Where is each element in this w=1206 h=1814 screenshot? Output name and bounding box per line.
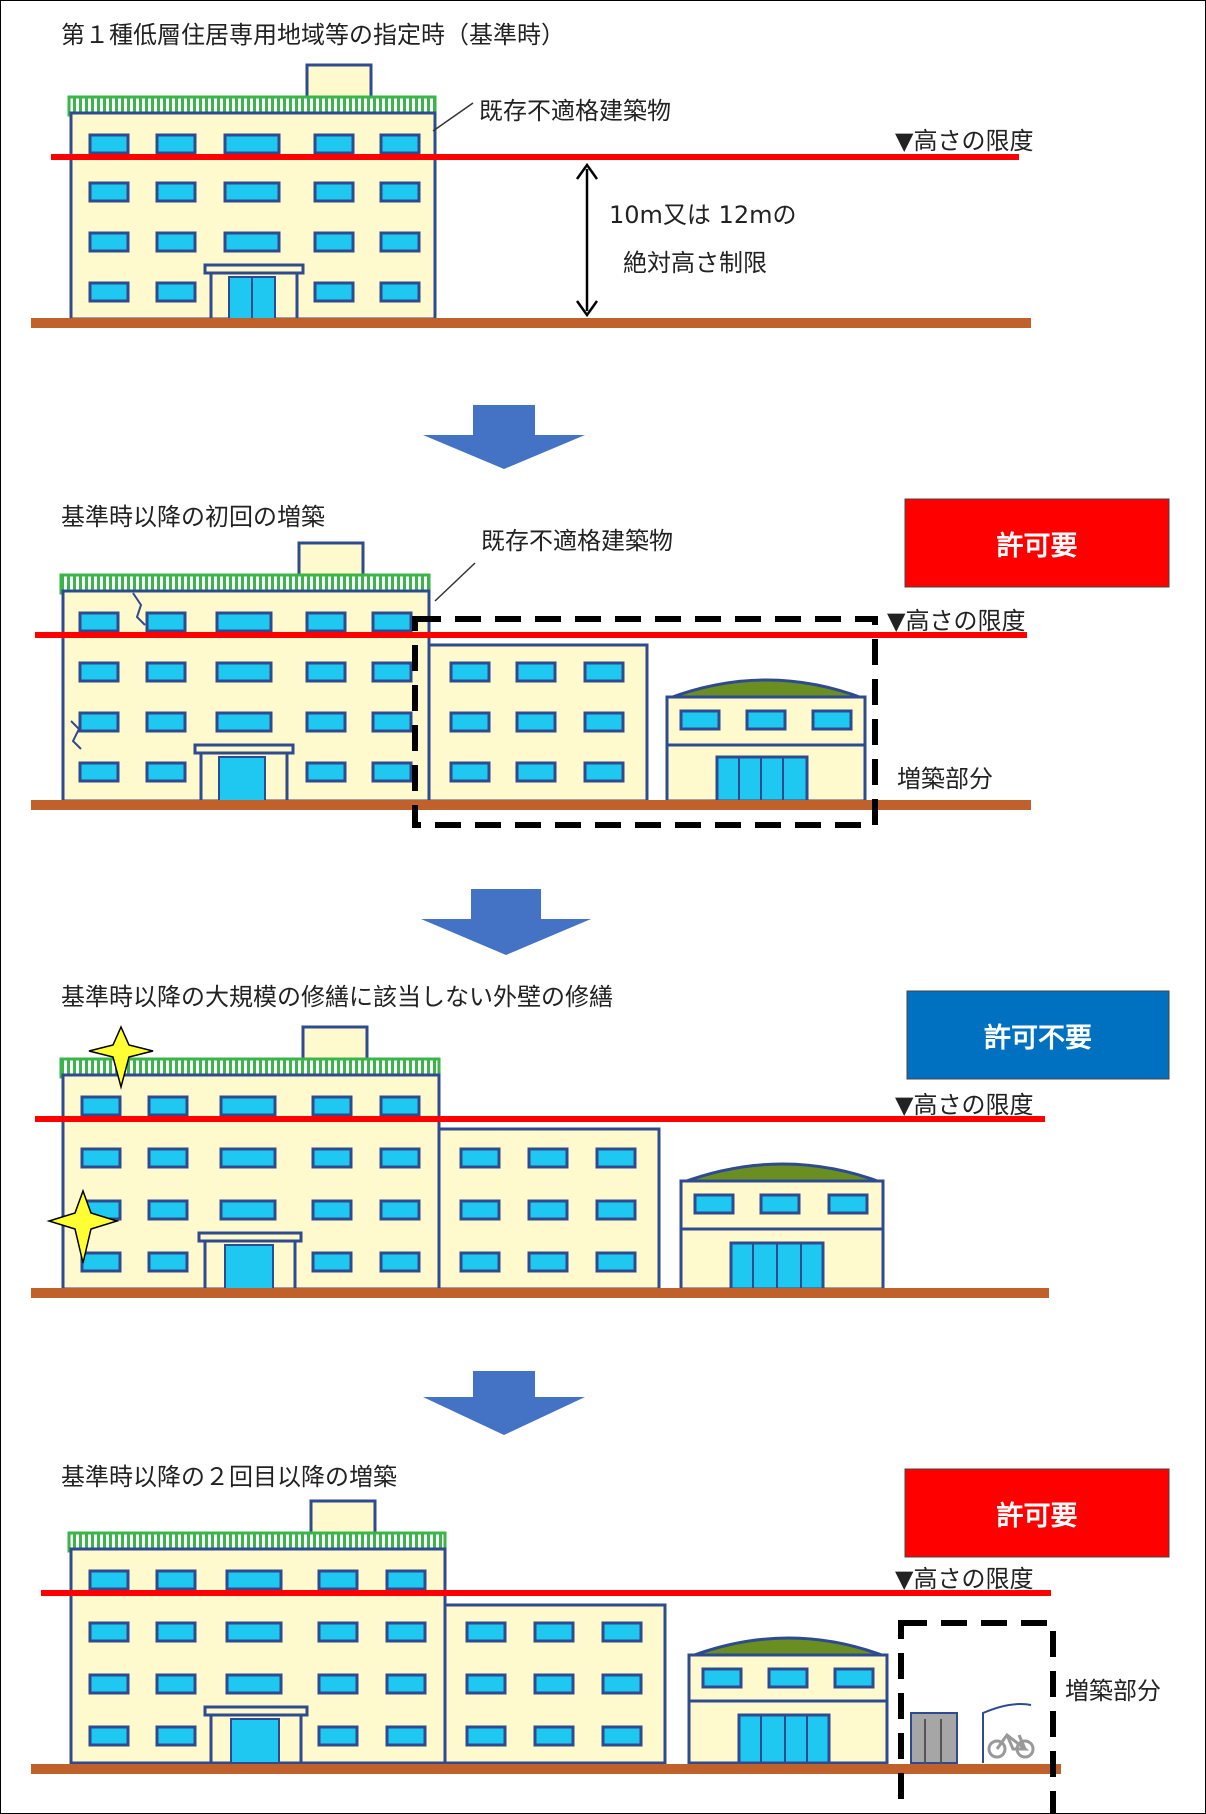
height-restriction-line1: 10m又は 12mの: [609, 201, 796, 229]
stage-4-caption: 基準時以降の２回目以降の増築: [61, 1463, 397, 1491]
extension-building-a: [427, 643, 649, 803]
entrance: [203, 263, 305, 321]
existing-building-label: 既存不適格建築物: [481, 527, 673, 555]
stage-1-caption: 第１種低層住居専用地域等の指定時（基準時）: [61, 21, 565, 49]
extension-dashed-box: [898, 1620, 1056, 1813]
height-limit-label: ▼高さの限度: [895, 127, 1033, 155]
extension-building-b: [665, 678, 867, 803]
bicycle-icon: [987, 1732, 1035, 1759]
permission-required-text: 許可要: [997, 531, 1078, 562]
label-leader-line: [432, 102, 474, 132]
down-arrow-icon: [423, 1371, 585, 1435]
down-arrow-icon: [421, 889, 591, 955]
permission-not-required-badge: [906, 990, 1170, 1080]
permission-not-required-text: 許可不要: [984, 1023, 1092, 1054]
new-extension-shed: [910, 1703, 1035, 1764]
double-arrow-icon: [575, 162, 599, 318]
down-arrow-icon: [423, 405, 585, 469]
existing-building-label: 既存不適格建築物: [479, 97, 671, 125]
existing-building: [67, 1499, 447, 1765]
height-limit-label: ▼高さの限度: [887, 607, 1025, 635]
sparkle-icon: [46, 1188, 120, 1264]
height-limit-label: ▼高さの限度: [895, 1565, 1033, 1593]
permission-required-badge: [904, 1468, 1170, 1558]
building-windows: [88, 1569, 427, 1747]
extension-dashed-box: [412, 616, 878, 828]
height-limit-label: ▼高さの限度: [895, 1091, 1033, 1119]
stage-2-caption: 基準時以降の初回の増築: [61, 503, 325, 531]
annex-building-a: [443, 1603, 667, 1765]
existing-building: [59, 1025, 441, 1291]
existing-building: [59, 541, 431, 803]
annex-building-a: [437, 1127, 661, 1291]
annex-building-b: [679, 1162, 885, 1291]
extension-label: 増築部分: [1065, 1677, 1161, 1705]
stage-3: 基準時以降の大規模の修繕に該当しない外壁の修繕 許可不要: [31, 983, 1170, 1298]
crack-mark: [70, 720, 82, 750]
stage-4: 基準時以降の２回目以降の増築 許可要: [31, 1463, 1170, 1813]
building-windows: [88, 133, 421, 303]
stage-3-caption: 基準時以降の大規模の修繕に該当しない外壁の修繕: [61, 983, 613, 1011]
sparkle-icon: [88, 1025, 154, 1090]
stage-2: 基準時以降の初回の増築 許可要: [31, 498, 1170, 828]
permission-required-text: 許可要: [997, 1501, 1078, 1532]
annex-building-b: [687, 1636, 889, 1765]
existing-building: [67, 63, 437, 321]
crack-mark: [132, 592, 146, 626]
height-restriction-line2: 絶対高さ制限: [623, 249, 767, 277]
label-leader-line: [434, 562, 476, 602]
stage-1: 第１種低層住居専用地域等の指定時（基準時） 既存不適格建築物 ▼高さの限度: [31, 21, 1033, 328]
building-windows: [80, 1095, 421, 1273]
building-windows: [78, 611, 413, 783]
extension-label: 増築部分: [897, 765, 993, 793]
permission-required-badge: [904, 498, 1170, 588]
